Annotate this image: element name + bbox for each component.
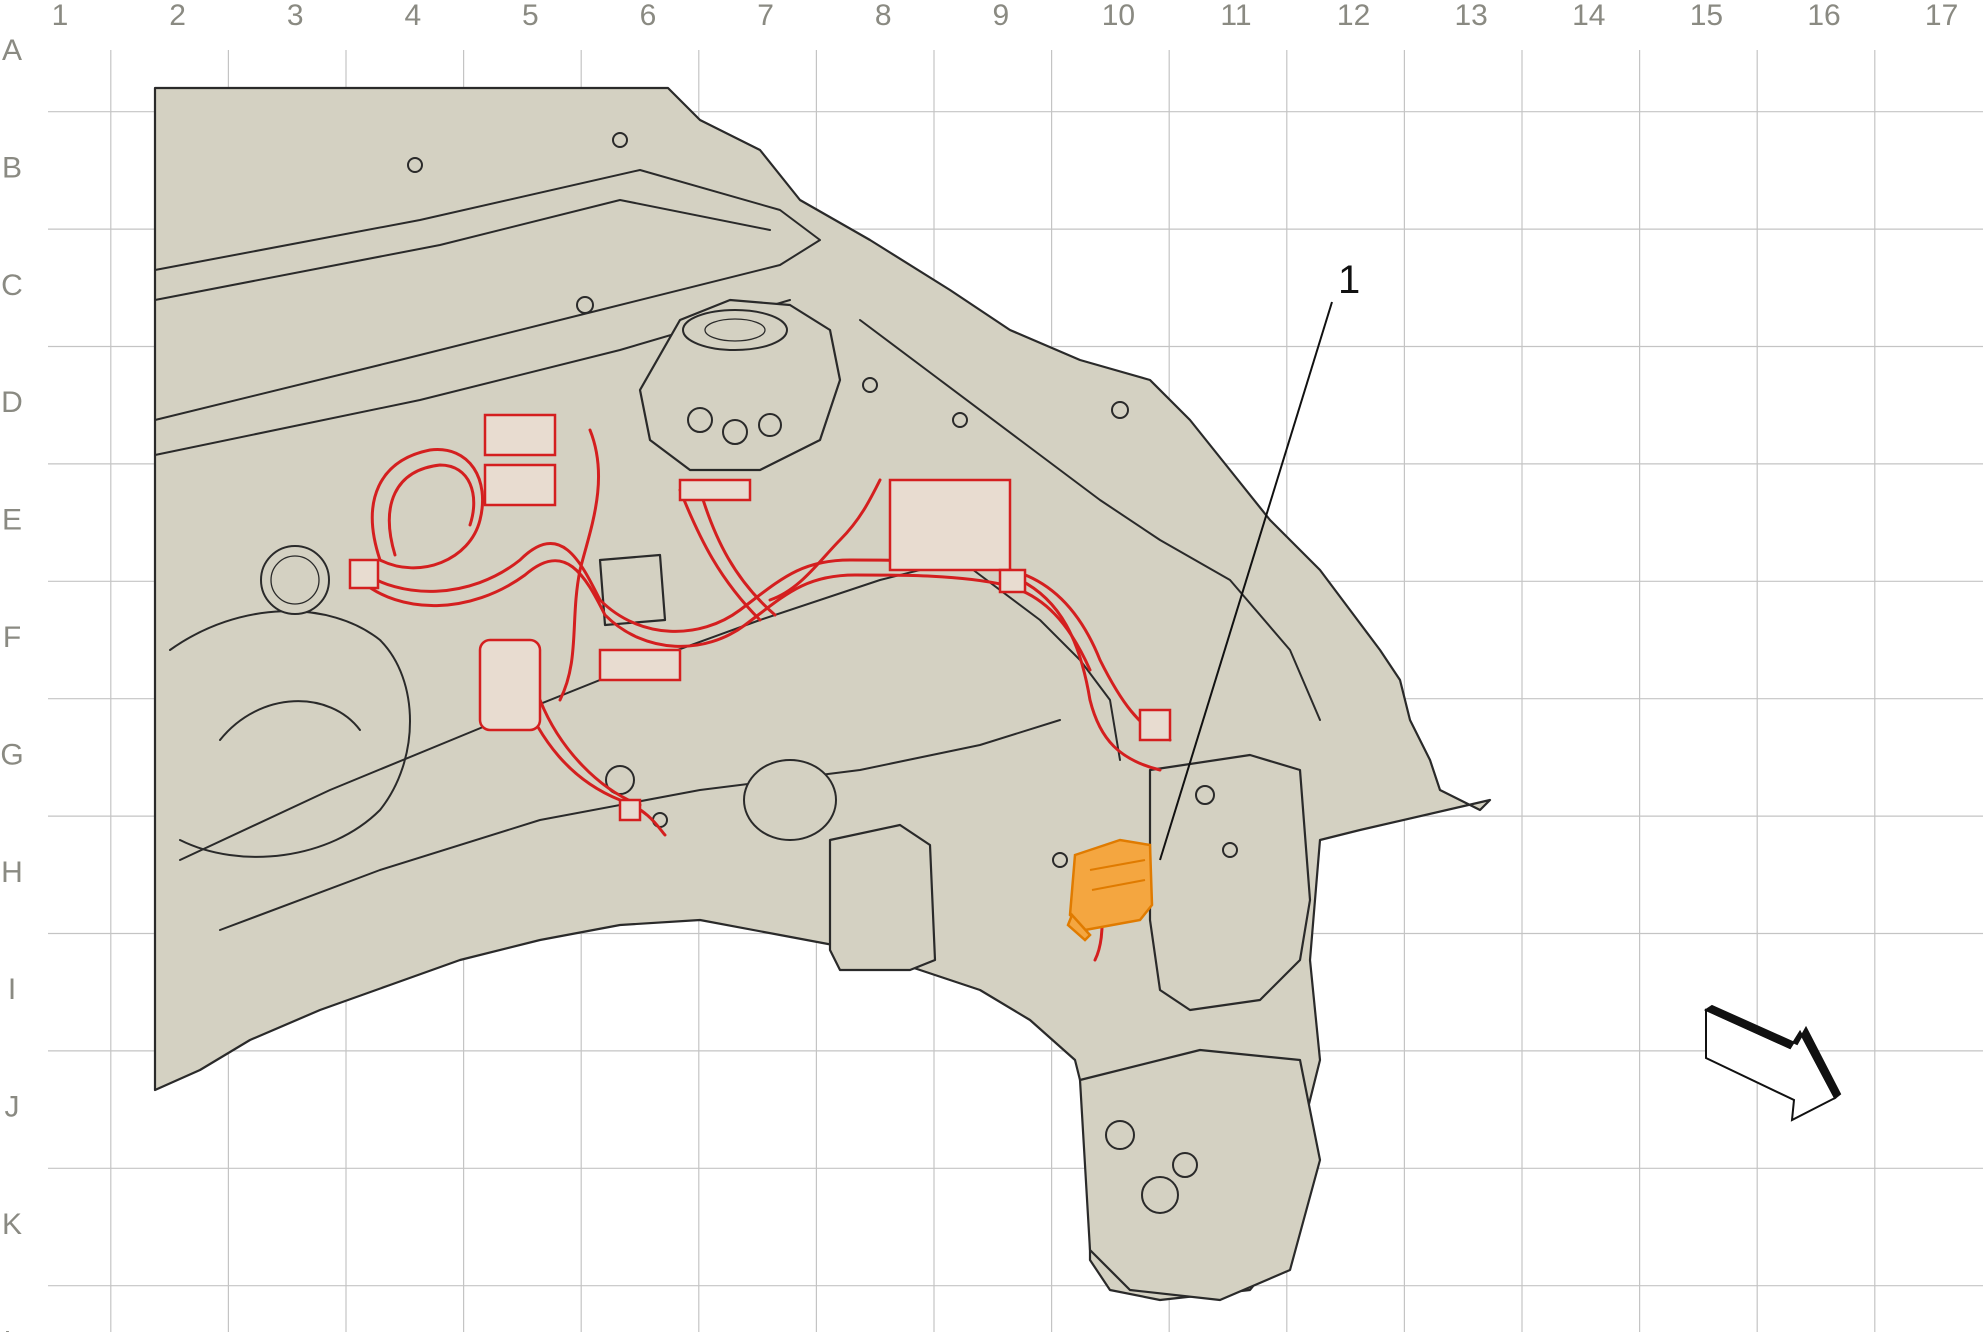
- connector-large-left: [478, 638, 542, 732]
- front-bracket: [1148, 753, 1312, 1012]
- rail-bracket: [828, 823, 937, 972]
- bolt-e: [407, 157, 423, 173]
- connector-rail: [598, 648, 682, 682]
- tower-hole-3: [758, 413, 782, 437]
- harness-tower-branch-2: [698, 488, 777, 617]
- module-housing: [1068, 838, 1154, 932]
- row-label: K: [2, 1208, 22, 1241]
- connector-block-upper: [483, 413, 557, 457]
- bracket-hole-3: [1172, 1152, 1198, 1178]
- bolt-h: [1052, 852, 1068, 868]
- column-label: 5: [522, 0, 539, 32]
- harness-loop-left-2: [387, 463, 476, 557]
- row-labels: A B C D E F G H I J K L: [0, 34, 23, 1332]
- frame-rail-lower: [219, 719, 1061, 931]
- connector-right: [1138, 708, 1172, 742]
- rail-opening: [743, 759, 837, 841]
- column-label: 10: [1102, 0, 1135, 32]
- fuse-block: [888, 478, 1012, 572]
- vehicle-body: [153, 86, 1492, 1302]
- highlighted-module: [1066, 838, 1154, 942]
- strut-mount-hole: [682, 309, 788, 351]
- harness-lower-branch-2: [538, 698, 642, 807]
- row-label: E: [2, 504, 22, 537]
- module-detail-1: [1089, 859, 1146, 871]
- tower-hole-1: [687, 407, 713, 433]
- row-label: J: [5, 1091, 20, 1124]
- bracket-hole-1: [1105, 1120, 1135, 1150]
- direction-arrow-icon: [1703, 1004, 1842, 1122]
- column-label: 9: [992, 0, 1009, 32]
- fender-apron-edge: [859, 319, 1321, 721]
- strut-mount-inner: [704, 318, 766, 342]
- bracket-bolt-1: [1195, 785, 1215, 805]
- tower-hole-2: [722, 419, 748, 445]
- column-label: 13: [1455, 0, 1488, 32]
- column-label: 11: [1220, 0, 1251, 32]
- body-silhouette: [153, 86, 1492, 1302]
- harness-tower-branch: [678, 488, 762, 622]
- column-label: 15: [1690, 0, 1723, 32]
- column-label: 7: [757, 0, 774, 32]
- bracket-hole-2: [1141, 1176, 1179, 1214]
- bolt-f: [576, 296, 594, 314]
- center-bracket: [598, 553, 667, 627]
- connector-tower: [678, 478, 752, 502]
- bolt-c: [1111, 401, 1129, 419]
- connector-end: [618, 798, 642, 822]
- row-label: C: [1, 269, 23, 302]
- row-label: L: [4, 1325, 21, 1332]
- lower-bracket: [1078, 1048, 1322, 1302]
- module-bracket: [1066, 912, 1092, 942]
- connector-block-lower: [483, 463, 557, 507]
- column-label: 4: [404, 0, 421, 32]
- bolt-a: [862, 377, 878, 393]
- row-label: B: [2, 151, 22, 184]
- column-label: 3: [287, 0, 304, 32]
- row-label: I: [8, 973, 16, 1006]
- bolt-b: [952, 412, 968, 428]
- harness-loop-left: [370, 448, 485, 570]
- connector-left: [348, 558, 380, 590]
- harness-right-run: [1018, 578, 1162, 772]
- column-label: 2: [169, 0, 186, 32]
- module-detail-2: [1091, 879, 1146, 891]
- bolt-d: [612, 132, 628, 148]
- callout-1-leader: [1159, 301, 1333, 861]
- column-label: 17: [1925, 0, 1958, 32]
- column-label: 8: [875, 0, 892, 32]
- harness-to-fusebox: [768, 478, 882, 602]
- row-label: F: [3, 621, 21, 654]
- connector-small-right: [998, 568, 1027, 594]
- column-label: 6: [640, 0, 657, 32]
- harness-center-branch: [558, 428, 601, 702]
- row-label: A: [2, 34, 22, 67]
- harness-main-trunk: [358, 541, 1172, 742]
- row-label: G: [0, 738, 23, 771]
- column-label: 14: [1572, 0, 1605, 32]
- callout-1-label: 1: [1338, 258, 1360, 302]
- row-label: H: [1, 856, 23, 889]
- wheel-house-inner: [219, 700, 361, 741]
- column-label: 1: [52, 0, 69, 32]
- wiring-harness: [348, 413, 1172, 962]
- cowl-beam: [154, 169, 821, 421]
- apron-opening-left-rim: [270, 555, 320, 605]
- bracket-bolt-2: [1222, 842, 1238, 858]
- column-label: 12: [1337, 0, 1370, 32]
- row-label: D: [1, 386, 23, 419]
- cowl-beam-lower-edge: [154, 199, 771, 301]
- column-label: 16: [1807, 0, 1840, 32]
